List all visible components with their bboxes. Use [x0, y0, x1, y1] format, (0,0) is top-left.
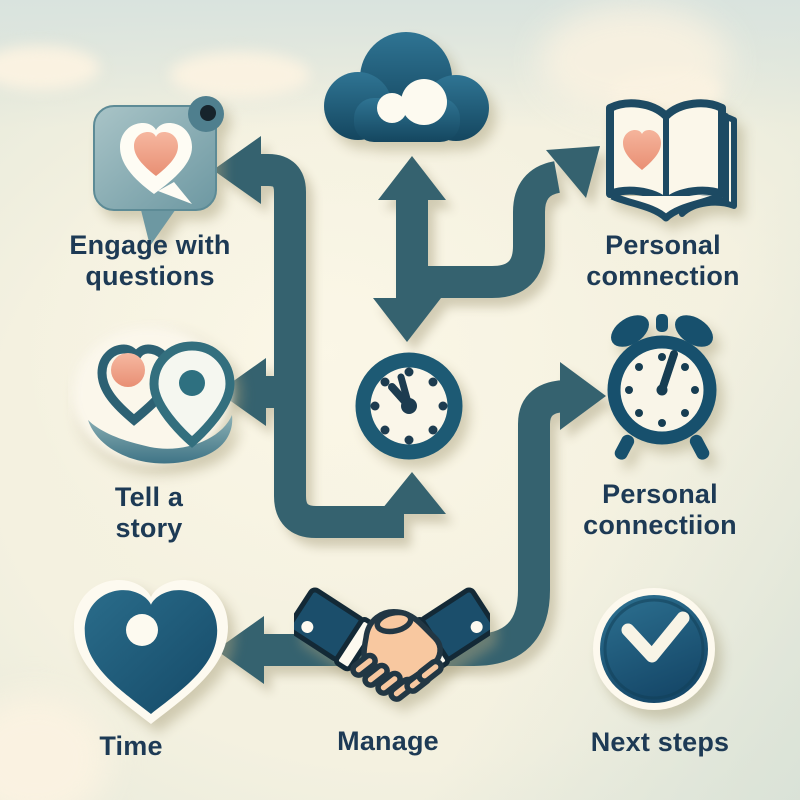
label-next-steps: Next steps: [590, 727, 730, 757]
label-manage: Manage: [337, 726, 439, 756]
label-personal-connectiion: Personal connectiion: [583, 479, 737, 541]
open-book-heart-icon: [592, 94, 740, 245]
checkmark-circle-icon: [590, 586, 722, 721]
cloud-puff: [540, 6, 730, 116]
label-tell-a-story: Tell a story: [114, 482, 184, 544]
label-time: Time: [99, 731, 163, 761]
cloud-puff: [170, 52, 310, 98]
cloud-icon: [310, 22, 502, 155]
heart-icon: [58, 568, 244, 735]
alarm-clock-icon: [594, 302, 730, 473]
cloud-puff: [0, 46, 100, 90]
label-personal-comnection: Personal comnection: [586, 230, 740, 292]
clock-icon: [349, 346, 469, 471]
label-engage-with-questions: Engage with questions: [69, 230, 231, 292]
location-pins-icon: [68, 320, 244, 477]
chat-bubble-heart-icon: [88, 96, 232, 257]
handshake-icon: [286, 580, 498, 725]
